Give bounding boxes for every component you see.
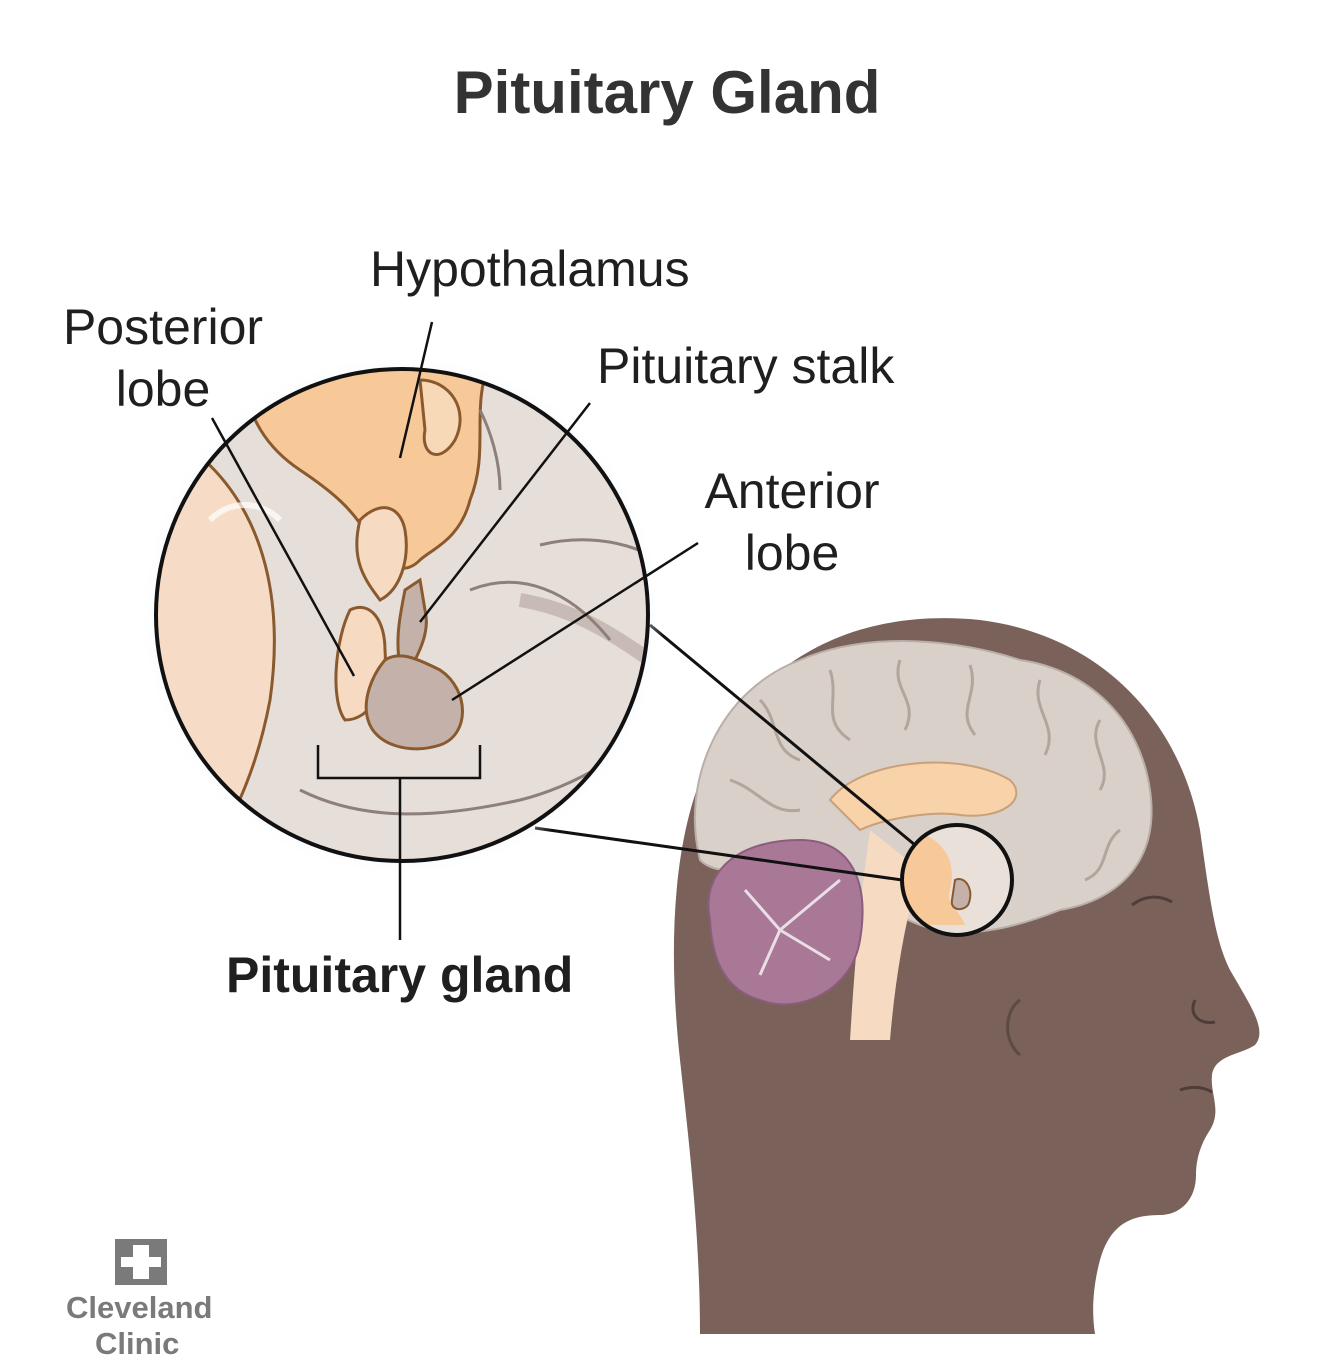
mouth-detail [1179, 1085, 1213, 1094]
anterior-lobe-shape [364, 654, 464, 751]
label-anterior-lobe-line1: Anterior [704, 463, 880, 519]
cerebellum-branches [743, 878, 841, 976]
pituitary-diagram: Pituitary Gland Hypothalamus Posterior l… [58, 59, 1260, 1361]
nose-detail [1191, 999, 1216, 1025]
page-title: Pituitary Gland [453, 59, 881, 126]
leader-posterior-lobe [210, 417, 356, 677]
ear-shape [1006, 998, 1022, 1057]
diagram-canvas [115, 321, 1260, 1334]
label-hypothalamus: Hypothalamus [370, 241, 690, 297]
leader-pituitary-stalk [419, 402, 591, 623]
leader-anterior-lobe [451, 541, 699, 702]
brain-folds [729, 659, 1121, 882]
label-posterior-lobe-line1: Posterior [62, 299, 264, 355]
logo-text-line2: Clinic [95, 1326, 180, 1361]
label-anterior-lobe: Anterior lobe [692, 460, 892, 584]
leader-hypothalamus [398, 321, 434, 459]
label-anterior-lobe-line2: lobe [744, 525, 840, 581]
label-pituitary-gland: Pituitary gland [226, 947, 574, 1003]
label-pituitary-stalk: Pituitary stalk [597, 338, 895, 394]
label-posterior-lobe-line2: lobe [115, 361, 211, 417]
cerebellum [707, 838, 864, 1006]
bracket-pituitary-gland [316, 745, 482, 940]
logo-text: Cleveland [66, 1290, 213, 1325]
eye-detail [1131, 895, 1173, 907]
connector-line-bottom [534, 826, 903, 882]
label-posterior-lobe: Posterior lobe [58, 296, 268, 420]
cleveland-clinic-logo-icon [115, 1239, 167, 1285]
connector-line-top [649, 623, 916, 847]
